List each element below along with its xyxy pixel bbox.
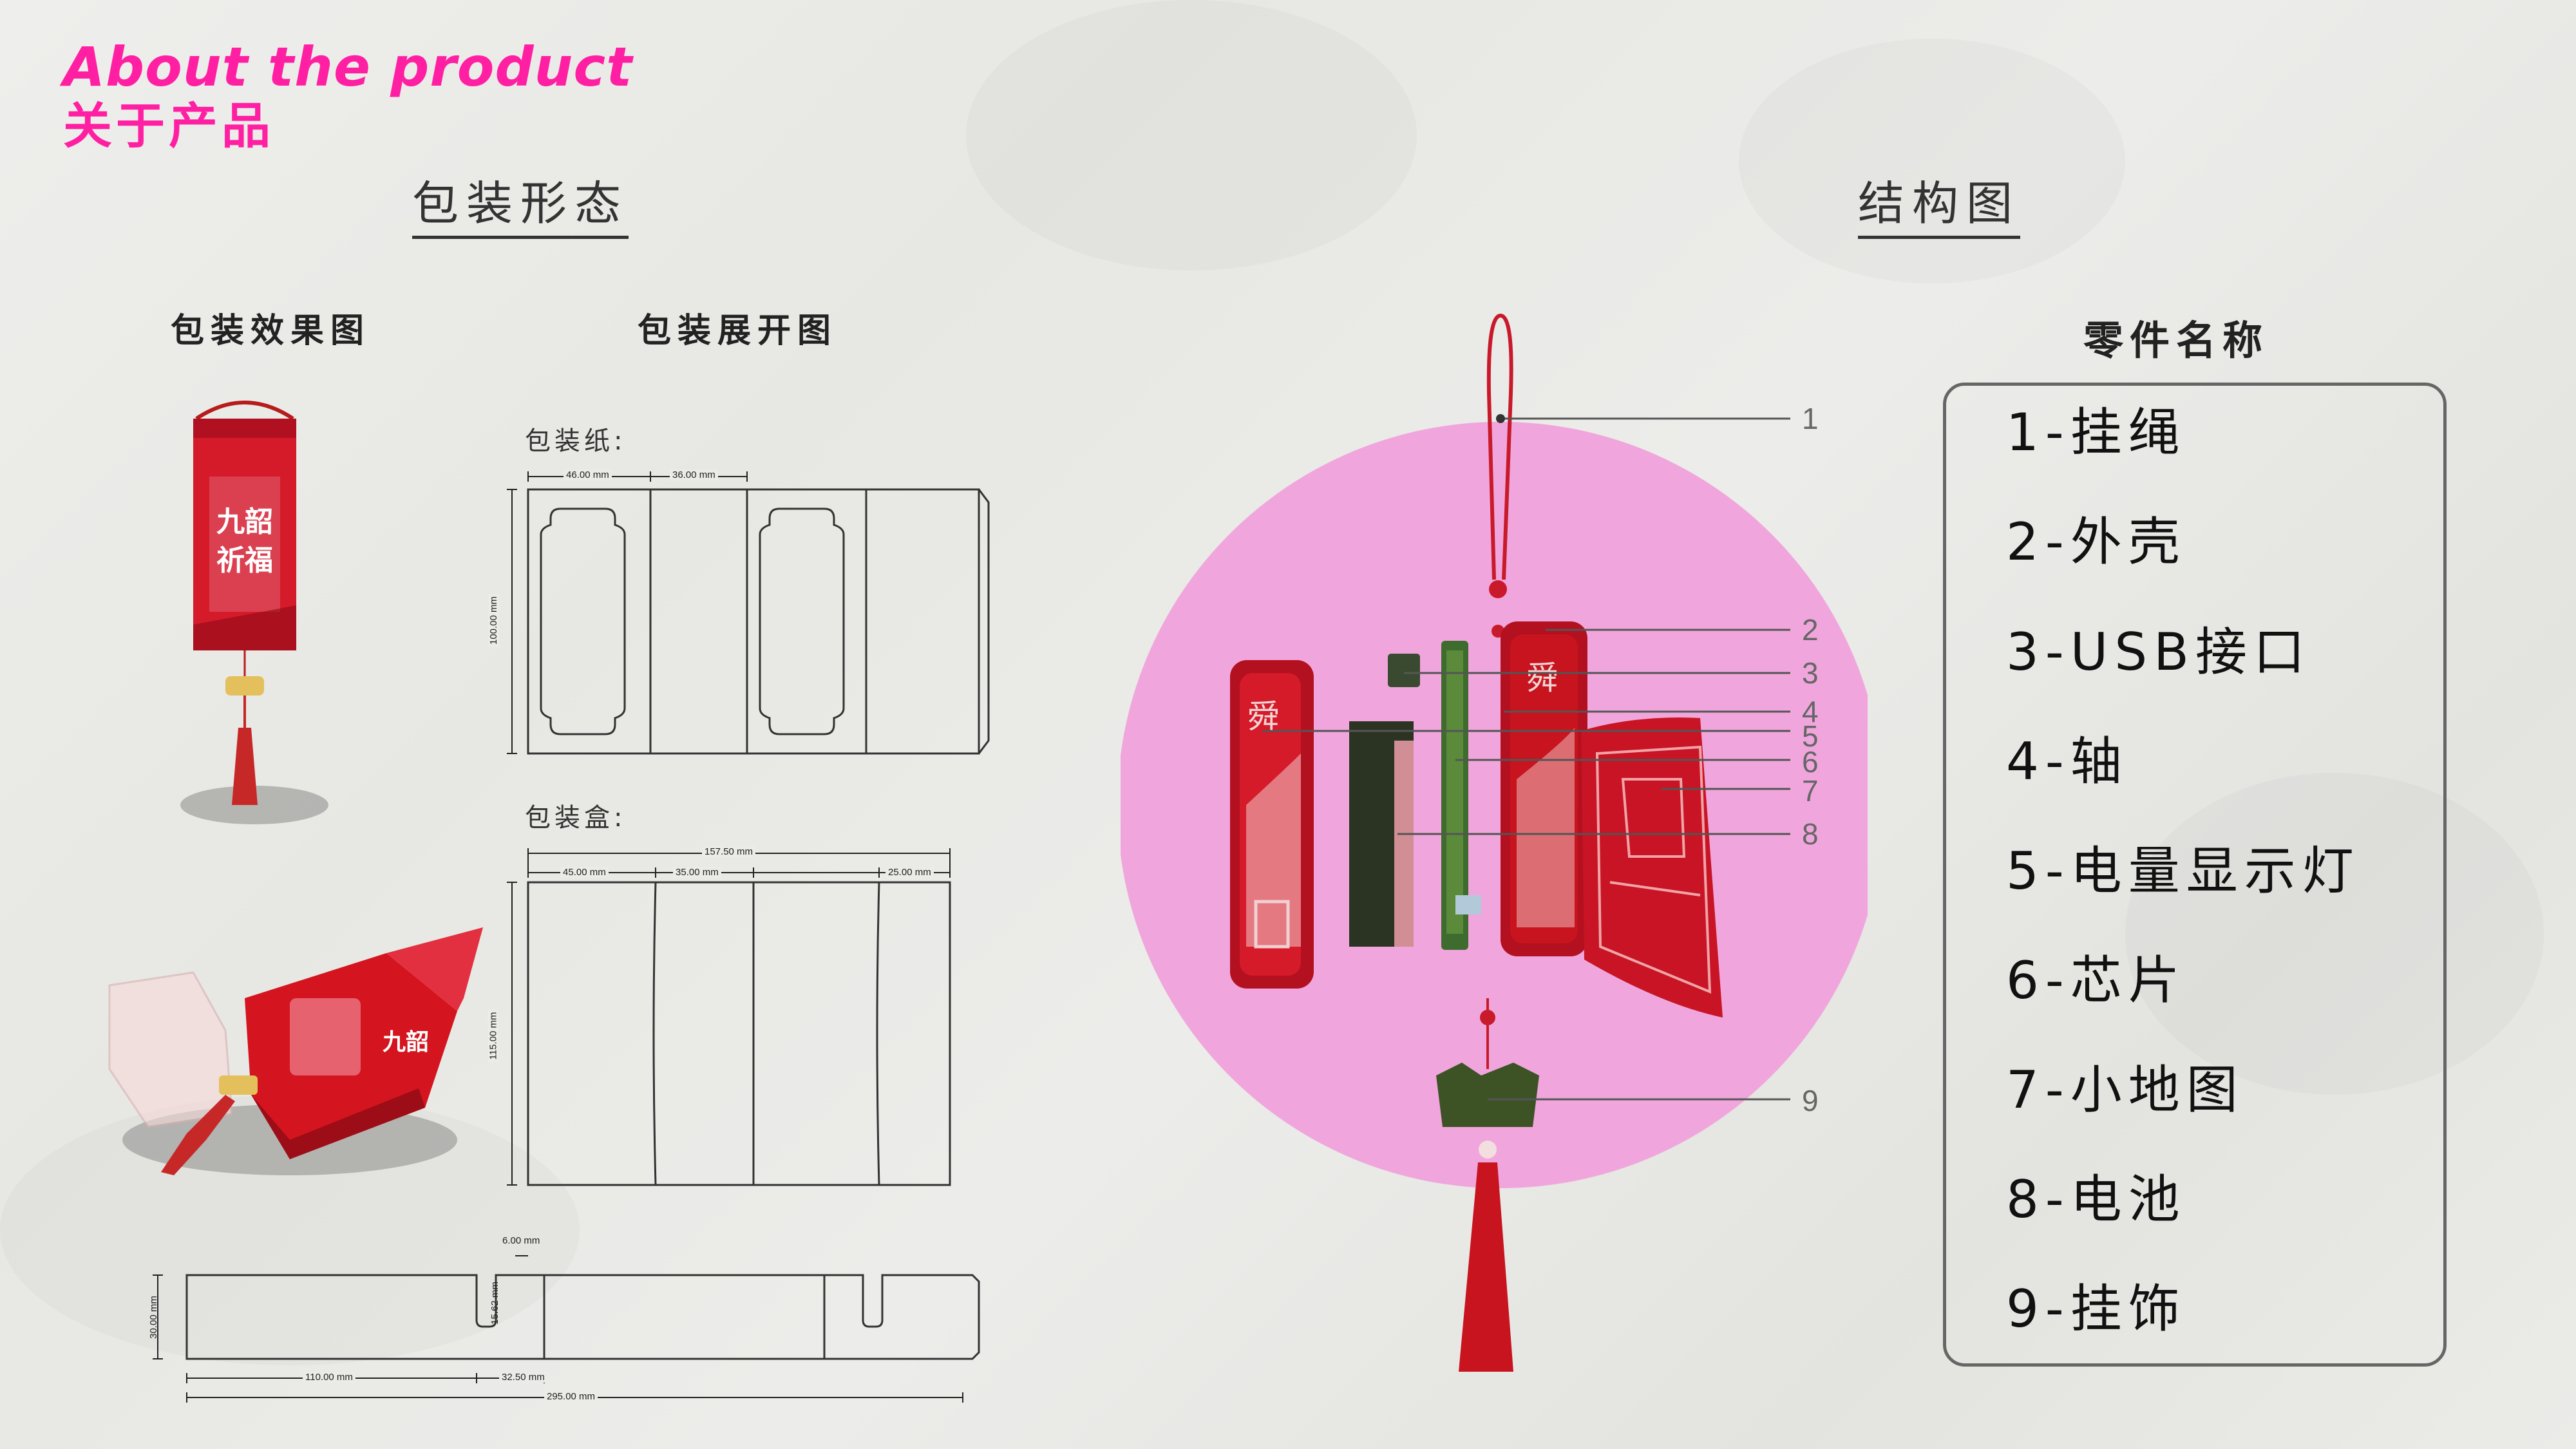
strip-dim-w1: 110.00 mm xyxy=(303,1372,355,1383)
paper-label: 包装纸: xyxy=(525,426,627,456)
callout-8: 8 xyxy=(1802,817,1819,851)
background-leaf xyxy=(1739,39,2125,283)
svg-text:舜: 舜 xyxy=(1526,659,1558,697)
tassel xyxy=(1459,1162,1513,1372)
part-item: 7-小地图 xyxy=(2006,1060,2244,1120)
svg-text:祈福: 祈福 xyxy=(216,544,273,577)
wrapping-paper-diagram xyxy=(507,471,990,755)
bag-text: 九韶 xyxy=(216,506,273,538)
box-dim-w1: 45.00 mm xyxy=(560,867,609,878)
render-title: 包装效果图 xyxy=(171,312,371,350)
ornament xyxy=(1436,1063,1539,1127)
box-label: 包装盒: xyxy=(525,803,627,833)
callout-6: 6 xyxy=(1802,745,1819,779)
part-item: 4-轴 xyxy=(2006,732,2128,791)
page-title-zh: 关于产品 xyxy=(63,97,274,155)
usb-port xyxy=(1388,654,1420,687)
box-dim-w3: 25.00 mm xyxy=(886,867,934,878)
part-item: 6-芯片 xyxy=(2006,951,2186,1010)
packaging-box-render: 九韶 xyxy=(108,927,483,1175)
part-item: 3-USB接口 xyxy=(2006,622,2311,682)
callout-3: 3 xyxy=(1802,656,1819,690)
insert-strip-diagram xyxy=(153,1255,980,1403)
packaging-section-title: 包装形态 xyxy=(412,180,629,239)
part-item: 1-挂绳 xyxy=(2006,402,2186,462)
parts-list-box xyxy=(1943,383,2447,1367)
callout-9: 9 xyxy=(1802,1084,1819,1117)
lanyard xyxy=(1486,313,1513,580)
callout-2: 2 xyxy=(1802,613,1819,647)
callout-7: 7 xyxy=(1802,774,1819,808)
box-dim-h: 115.00 mm xyxy=(488,1009,499,1063)
part-item: 8-电池 xyxy=(2006,1170,2186,1229)
strip-dim-slot-w: 6.00 mm xyxy=(502,1235,540,1246)
background-leaf xyxy=(2125,773,2544,1095)
exploded-structure-diagram: 舜 舜 xyxy=(1121,313,1868,1372)
svg-text:舜: 舜 xyxy=(1247,698,1280,735)
part-item: 2-外壳 xyxy=(2006,512,2186,572)
strip-dim-total: 295.00 mm xyxy=(544,1391,598,1402)
unfold-title: 包装展开图 xyxy=(638,312,838,350)
strip-dim-slot-h: 15.62 mm xyxy=(489,1282,500,1325)
callout-4: 4 xyxy=(1802,695,1819,728)
paper-dim-w2: 36.00 mm xyxy=(670,469,718,480)
part-item: 5-电量显示灯 xyxy=(2006,841,2360,901)
strip-dim-h: 30.00 mm xyxy=(147,1296,159,1339)
svg-text:九韶: 九韶 xyxy=(383,1029,429,1056)
box-unfold-diagram xyxy=(507,848,951,1186)
callout-5: 5 xyxy=(1802,719,1819,753)
strip-dim-w2: 32.50 mm xyxy=(499,1372,547,1383)
box-dim-total: 157.50 mm xyxy=(702,846,756,857)
mini-map xyxy=(1581,717,1723,1018)
box-dim-w2: 35.00 mm xyxy=(673,867,721,878)
part-item: 9-挂饰 xyxy=(2006,1279,2186,1339)
paper-dim-w1: 46.00 mm xyxy=(564,469,612,480)
structure-section-title: 结构图 xyxy=(1858,180,2021,239)
callout-1: 1 xyxy=(1802,402,1819,435)
parts-title: 零件名称 xyxy=(2083,317,2269,364)
background-leaf xyxy=(966,0,1417,270)
paper-dim-h: 100.00 mm xyxy=(488,593,500,648)
packaging-bag-render: 九韶 祈福 xyxy=(180,401,328,824)
page-title-en: About the product xyxy=(63,35,633,99)
